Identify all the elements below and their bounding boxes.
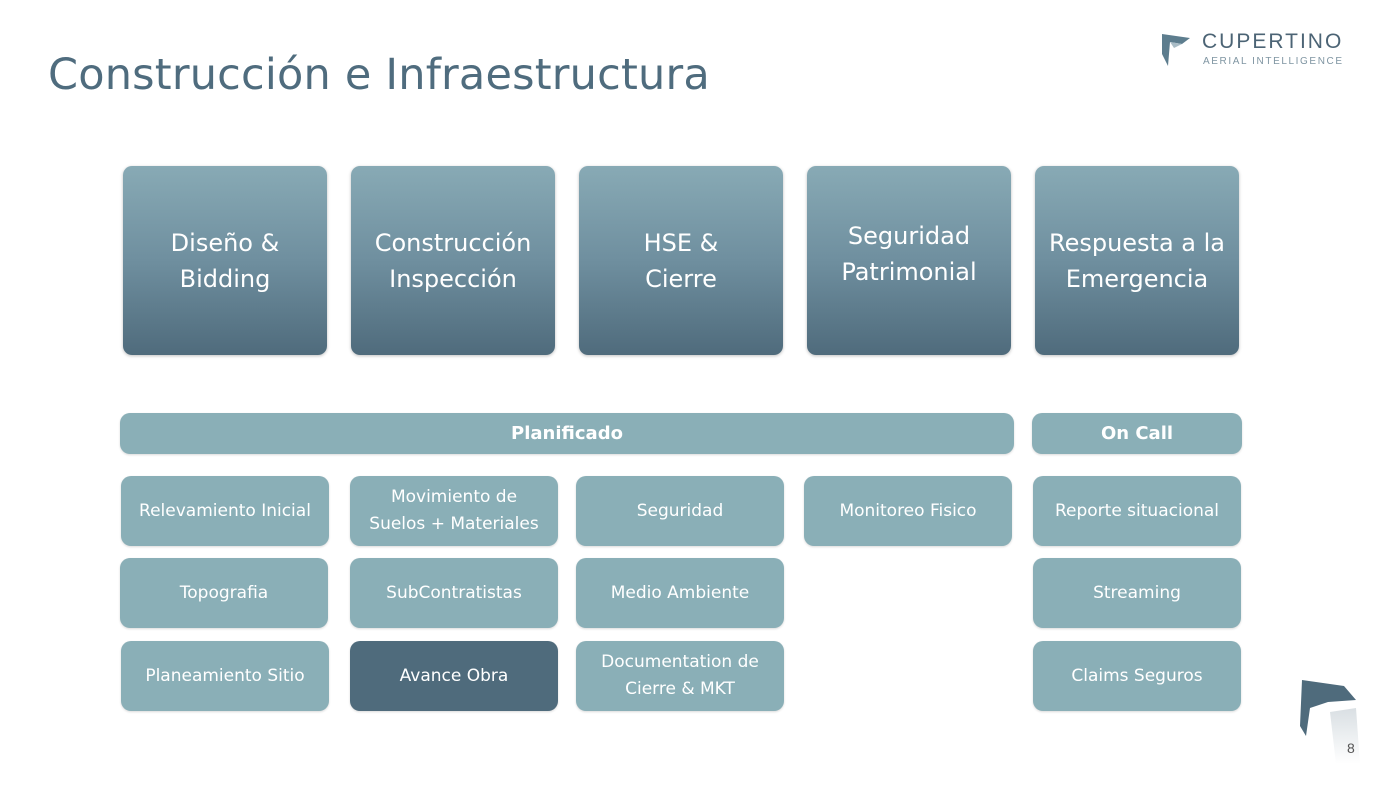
- service-claims-seguros: Claims Seguros: [1033, 641, 1241, 711]
- service-label: Claims Seguros: [1071, 665, 1203, 686]
- corner-logo-mark-icon: [1300, 680, 1360, 764]
- service-label: Monitoreo Fisico: [839, 500, 977, 521]
- page-number: 8: [1347, 740, 1355, 756]
- service-label: Reporte situacional: [1054, 500, 1220, 521]
- category-label: Seguridad Patrimonial: [841, 221, 977, 286]
- category-diseno-bidding: Diseño & Bidding: [123, 166, 327, 355]
- service-label: Planeamiento Sitio: [145, 665, 305, 686]
- service-movimiento-suelos: Movimiento de Suelos + Materiales: [350, 476, 558, 546]
- page-title: Construcción e Infraestructura: [48, 50, 710, 100]
- service-label: Streaming: [1093, 582, 1181, 603]
- service-streaming: Streaming: [1033, 558, 1241, 628]
- service-label: Avance Obra: [399, 665, 509, 686]
- category-label: HSE & Cierre: [643, 228, 719, 293]
- category-seguridad-patrimonial: Seguridad Patrimonial: [807, 166, 1011, 355]
- service-label: Topografia: [179, 582, 269, 603]
- category-label: Respuesta a la Emergencia: [1048, 228, 1226, 293]
- logo-mark-icon: [1162, 34, 1190, 66]
- service-topografia: Topografia: [120, 558, 328, 628]
- service-label: Documentation de Cierre & MKT: [601, 652, 759, 699]
- service-monitoreo-fisico: Monitoreo Fisico: [804, 476, 1012, 546]
- category-hse-cierre: HSE & Cierre: [579, 166, 783, 355]
- service-medio-ambiente: Medio Ambiente: [576, 558, 784, 628]
- service-relevamiento-inicial: Relevamiento Inicial: [121, 476, 329, 546]
- on-call-bar: On Call: [1032, 413, 1242, 454]
- logo-name: CUPERTINO: [1202, 30, 1344, 53]
- service-label: Movimiento de Suelos + Materiales: [369, 487, 539, 534]
- service-reporte-situacional: Reporte situacional: [1033, 476, 1241, 546]
- category-label: Diseño & Bidding: [170, 228, 280, 293]
- service-seguridad: Seguridad: [576, 476, 784, 546]
- service-label: Medio Ambiente: [610, 582, 750, 603]
- service-label: Relevamiento Inicial: [139, 500, 311, 521]
- service-label: Seguridad: [636, 500, 724, 521]
- category-label: Construcción Inspección: [374, 228, 532, 293]
- planned-bar: Planificado: [120, 413, 1014, 454]
- logo-tagline: AERIAL INTELLIGENCE: [1203, 56, 1344, 67]
- service-subcontratistas: SubContratistas: [350, 558, 558, 628]
- category-construccion-inspeccion: Construcción Inspección: [351, 166, 555, 355]
- service-documentation-cierre: Documentation de Cierre & MKT: [576, 641, 784, 711]
- category-respuesta-emergencia: Respuesta a la Emergencia: [1035, 166, 1239, 355]
- service-label: SubContratistas: [386, 582, 522, 603]
- company-logo: CUPERTINO AERIAL INTELLIGENCE: [1160, 30, 1370, 72]
- service-planeamiento-sitio: Planeamiento Sitio: [121, 641, 329, 711]
- service-avance-obra-highlighted: Avance Obra: [350, 641, 558, 711]
